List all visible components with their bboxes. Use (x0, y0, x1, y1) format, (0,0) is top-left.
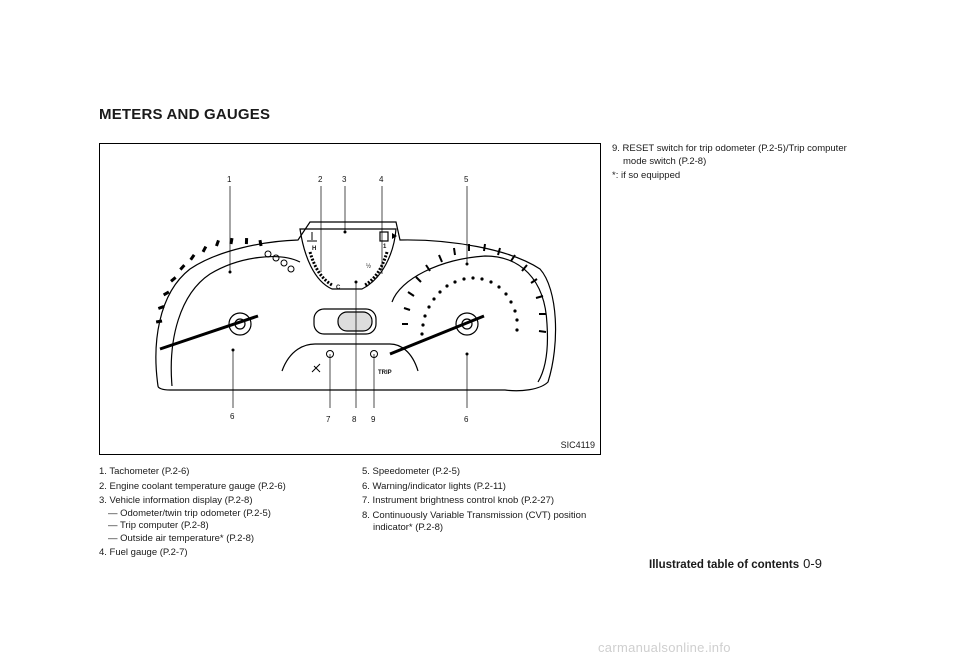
legend-subitem-trip-computer: — Trip computer (P.2-8) (108, 520, 209, 531)
coolant-temp-icon (307, 232, 317, 242)
callout-6-right: 6 (464, 415, 469, 424)
temp-hot-mark: H (312, 246, 316, 252)
callout-2: 2 (318, 175, 323, 184)
legend-list-3: 9. RESET switch for trip odometer (P.2-5… (612, 143, 852, 185)
page-number: 0-9 (803, 556, 822, 571)
callout-8: 8 (352, 415, 357, 424)
callout-5: 5 (464, 175, 469, 184)
watermark: carmanualsonline.info (598, 640, 731, 655)
legend-list-2: 5. Speedometer (P.2-5) 6. Warning/indica… (362, 466, 602, 537)
legend-item-7: 7. Instrument brightness control knob (P… (362, 495, 555, 506)
legend-item-3-title: 3. Vehicle information display (P.2-8) (99, 495, 253, 506)
legend-footnote: *: if so equipped (612, 170, 681, 181)
legend-item-9: 9. RESET switch for trip odometer (P.2-5… (612, 143, 847, 167)
legend-subitem-outside-temp: — Outside air temperature* (P.2-8) (108, 532, 255, 544)
speedometer-inner-dots (420, 276, 519, 336)
fuel-pump-icon (379, 231, 397, 242)
legend-item-8: 8. Continuously Variable Transmission (C… (362, 509, 587, 534)
instrument-cluster-illustration: 1 2 3 4 5 6 7 8 9 6 H C ½ 1 TRIP (155, 175, 557, 424)
speedometer-ticks (402, 243, 547, 333)
legend-item-5: 5. Speedometer (P.2-5) (362, 466, 461, 477)
fuel-full-mark: 1 (383, 244, 387, 250)
footer-label: Illustrated table of contents (649, 559, 800, 571)
legend-item-2: 2. Engine coolant temperature gauge (P.2… (99, 480, 286, 492)
trip-label: TRIP (378, 370, 392, 376)
legend-item-3: 3. Vehicle information display (P.2-8) —… (99, 495, 339, 545)
temp-cold-mark: C (336, 285, 341, 291)
tachometer-ticks (155, 237, 295, 324)
instrument-cluster-figure: 1 2 3 4 5 6 7 8 9 6 H C ½ 1 TRIP SIC4119 (99, 143, 601, 455)
callout-3: 3 (342, 175, 347, 184)
callout-1: 1 (227, 175, 232, 184)
legend-item-1: 1. Tachometer (P.2-6) (99, 466, 190, 477)
figure-code: SIC4119 (560, 440, 595, 450)
section-title: METERS AND GAUGES (99, 106, 271, 123)
legend-item-6: 6. Warning/indicator lights (P.2-11) (362, 480, 506, 492)
fuel-half-mark: ½ (366, 263, 371, 270)
brightness-knob-icon (311, 363, 321, 373)
callout-9: 9 (371, 415, 376, 424)
callout-4: 4 (379, 175, 384, 184)
legend-list-1: 1. Tachometer (P.2-6) 2. Engine coolant … (99, 466, 339, 562)
legend-subitem-odometer: — Odometer/twin trip odometer (P.2-5) (108, 507, 271, 519)
legend-item-4: 4. Fuel gauge (P.2-7) (99, 547, 188, 558)
callout-6-left: 6 (230, 412, 235, 421)
callout-7: 7 (326, 415, 331, 424)
